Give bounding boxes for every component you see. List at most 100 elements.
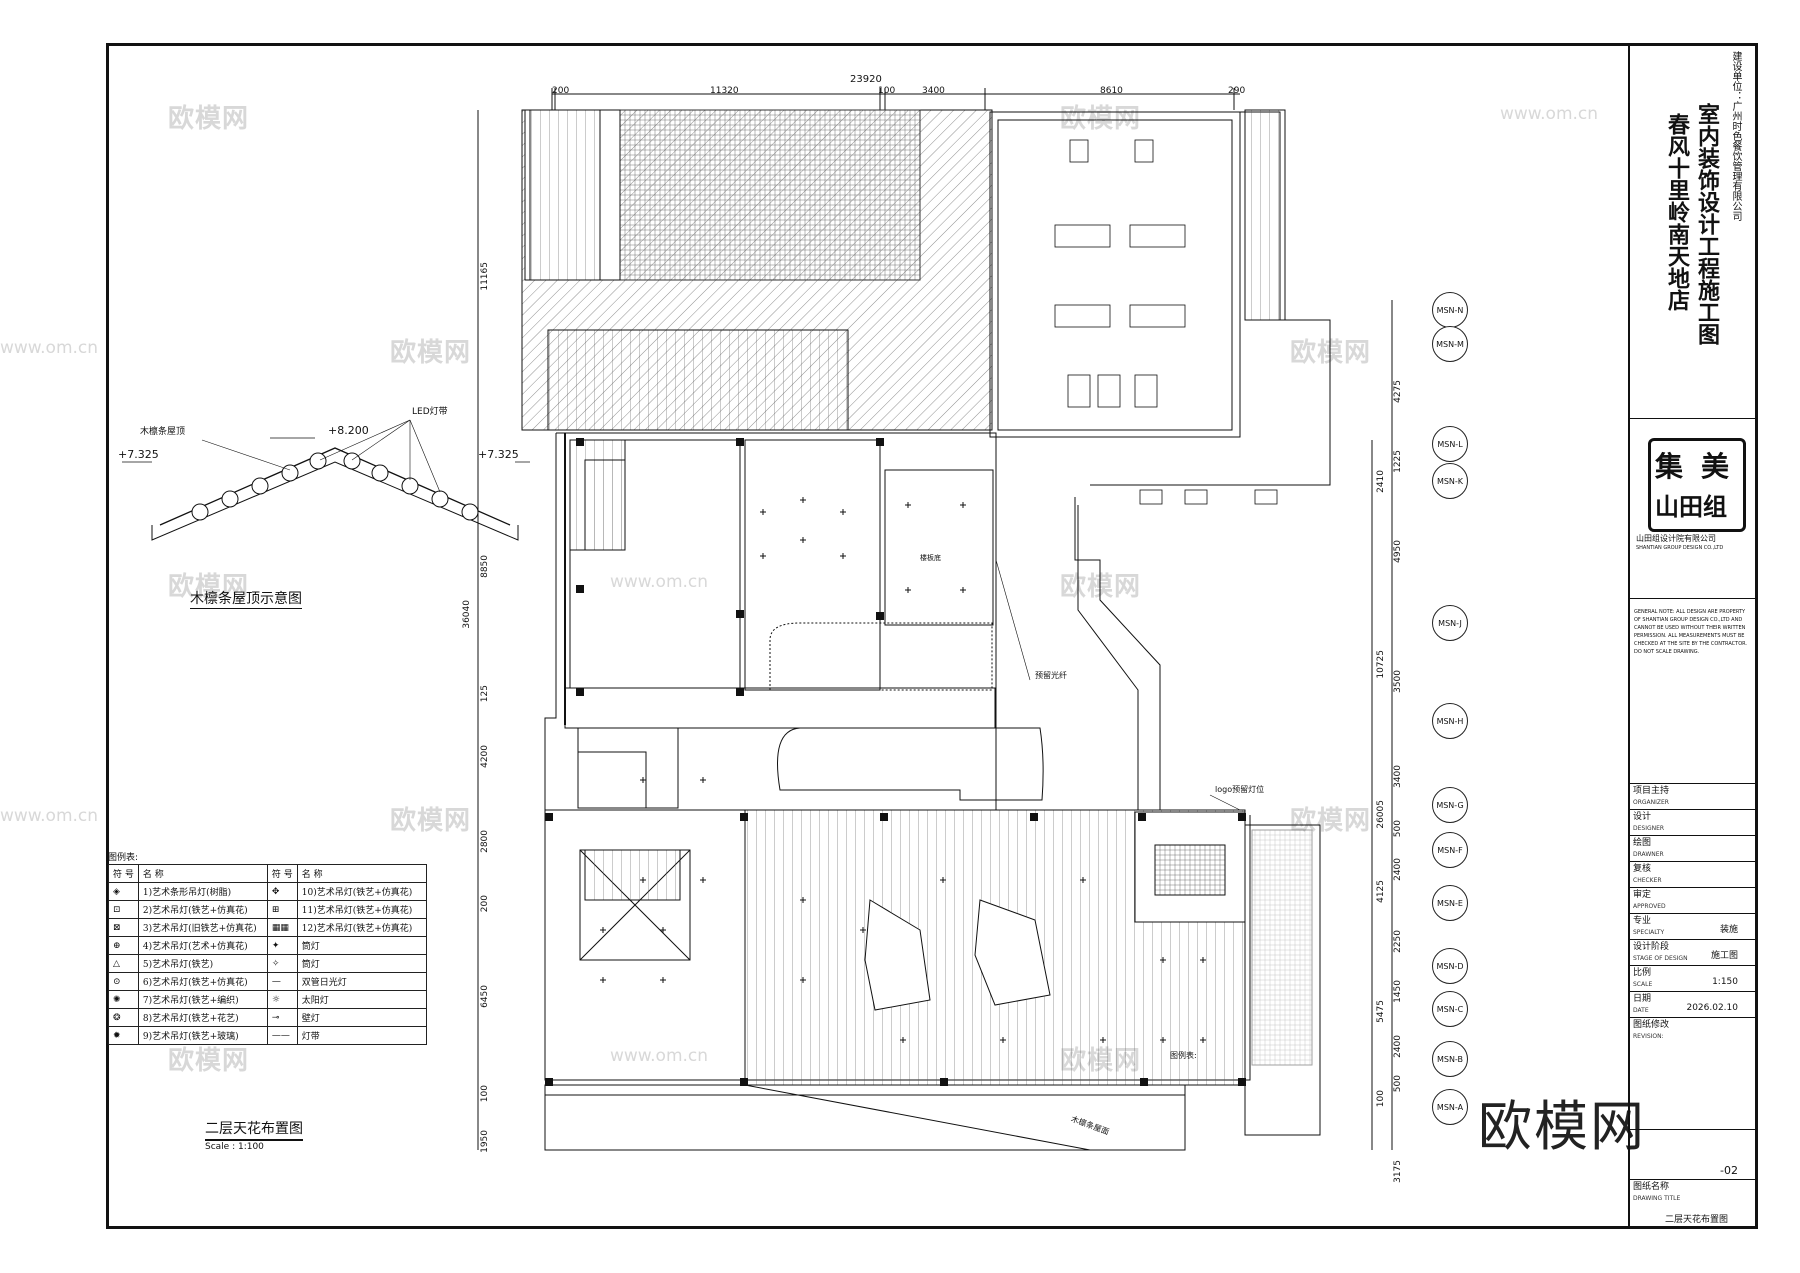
tb-label-en: CHECKER <box>1633 877 1662 884</box>
top-dim: 11320 <box>710 86 739 96</box>
drawing-frame <box>106 43 1758 1229</box>
right-dim: 4950 <box>1393 540 1403 563</box>
watermark: 欧模网 <box>168 1046 250 1076</box>
tb-label: 日期 <box>1633 994 1652 1004</box>
left-dim: 4200 <box>480 745 490 768</box>
axis-bubble: MSN-E <box>1432 885 1468 921</box>
watermark-url: www.om.cn <box>1500 104 1599 124</box>
left-total-dim: 36040 <box>462 600 472 629</box>
tb-row-drawing-no: -02 <box>1630 1129 1758 1179</box>
tb-value: 装施 <box>1719 925 1738 935</box>
roof-detail: 木檩条屋顶 LED灯带 +8.200 +7.325 +7.325 木檩条屋顶示意… <box>110 400 550 620</box>
tb-label-en: ORGANIZER <box>1633 799 1669 806</box>
tb-label: 图纸修改 <box>1633 1020 1670 1030</box>
axis-bubble: MSN-G <box>1432 787 1468 823</box>
right-dim: 2250 <box>1393 930 1403 953</box>
axis-bubble: MSN-L <box>1432 426 1468 462</box>
axis-bubble: MSN-B <box>1432 1041 1468 1077</box>
plan-scale: Scale : 1:100 <box>205 1142 264 1152</box>
left-dim: 11165 <box>480 262 490 291</box>
right-dim: 1450 <box>1393 980 1403 1003</box>
left-dim: 125 <box>480 685 490 703</box>
watermark-url: www.om.cn <box>610 1046 709 1066</box>
right-dim: 500 <box>1393 1075 1403 1093</box>
right-dim: 2400 <box>1393 858 1403 881</box>
top-dim: 3400 <box>922 86 945 96</box>
axis-bubble: MSN-C <box>1432 991 1468 1027</box>
tb-label: 审定 <box>1633 890 1652 900</box>
tb-label-en: DESIGNER <box>1633 825 1665 832</box>
tb-label: 比例 <box>1633 968 1652 978</box>
right-dim: 500 <box>1393 820 1403 838</box>
tb-label-en: STAGE OF DESIGN <box>1633 955 1688 962</box>
left-dim: 200 <box>480 895 490 913</box>
tb-label-en: DATE <box>1633 1007 1649 1014</box>
tb-label-en: SPECIALTY <box>1633 929 1665 936</box>
tb-label: 设计阶段 <box>1633 942 1670 952</box>
axis-bubble: MSN-A <box>1432 1089 1468 1125</box>
left-dim: 2800 <box>480 830 490 853</box>
axis-bubble: MSN-J <box>1432 605 1468 641</box>
watermark: 欧模网 <box>390 338 472 368</box>
detail-title: 木檩条屋顶示意图 <box>190 588 302 609</box>
right-dim: 2410 <box>1376 470 1386 493</box>
watermark: 欧模网 <box>390 806 472 836</box>
tb-label: 设计 <box>1633 812 1652 822</box>
logo-char: 山田组 <box>1655 493 1727 521</box>
client-name: 建设单位：广州时色餐饮管理有限公司 <box>1730 51 1741 221</box>
top-dim: 290 <box>1228 86 1246 96</box>
tb-row-designer: 设计 DESIGNER <box>1630 809 1758 835</box>
left-dim: 8850 <box>480 555 490 578</box>
axis-bubble: MSN-N <box>1432 292 1468 328</box>
note-slab: 楼板底 <box>920 554 941 562</box>
legend-table: 符 号 名 称 符 号 名 称 ◈1)艺术条形吊灯(树脂)✥10)艺术吊灯(铁艺… <box>108 864 427 1045</box>
watermark: 欧模网 <box>1060 104 1142 134</box>
tb-label: 专业 <box>1633 916 1652 926</box>
roof-detail-drawing <box>122 419 550 541</box>
tb-row-stage: 设计阶段 STAGE OF DESIGN 施工图 <box>1630 939 1758 965</box>
project-title-2: 室内装饰设计工程施工图 <box>1694 103 1719 345</box>
company-en: SHANTIAN GROUP DESIGN CO.,LTD <box>1636 545 1724 551</box>
legend-header: 名 称 <box>137 864 268 883</box>
note-legend: 图例表: <box>1170 1051 1197 1060</box>
legend-title: 图例表: <box>108 853 139 863</box>
divider <box>1630 598 1758 599</box>
tb-label: 项目主持 <box>1633 786 1670 796</box>
led-label: LED灯带 <box>412 407 448 417</box>
tb-value: 施工图 <box>1710 951 1738 961</box>
logo-char: 集 <box>1655 450 1684 483</box>
tb-row-specialty: 专业 SPECIALTY 装施 <box>1630 913 1758 939</box>
divider <box>1630 418 1758 419</box>
axis-bubble: MSN-F <box>1432 832 1468 868</box>
tb-label: 复核 <box>1633 864 1652 874</box>
axis-bubble: MSN-H <box>1432 703 1468 739</box>
tb-row-approved: 审定 APPROVED <box>1630 887 1758 913</box>
axis-bubble: MSN-M <box>1432 326 1468 362</box>
brand-watermark: 欧模网 <box>1478 1095 1646 1158</box>
company-cn: 山田组设计院有限公司 <box>1636 534 1716 543</box>
plan-title: 二层天花布置图 <box>205 1118 303 1141</box>
right-dim: 10725 <box>1376 650 1386 679</box>
tb-row-drawing-title: 图纸名称 DRAWING TITLE 二层天花布置图 <box>1630 1179 1758 1229</box>
tb-label: 图纸名称 <box>1633 1182 1670 1192</box>
company-logo: 集 美 山田组 <box>1648 438 1746 532</box>
left-dim: 100 <box>480 1085 490 1103</box>
tb-label: 绘图 <box>1633 838 1652 848</box>
tb-value: 1:150 <box>1712 977 1738 987</box>
tb-label-en: SCALE <box>1633 981 1653 988</box>
total-dim: 23920 <box>850 74 882 85</box>
right-dim: 5475 <box>1376 1000 1386 1023</box>
legend-symbol: ✹ <box>108 1026 139 1045</box>
right-total-dim: 26005 <box>1376 800 1386 829</box>
watermark-url: www.om.cn <box>610 572 709 592</box>
axis-bubble: MSN-D <box>1432 948 1468 984</box>
axis-bubble: MSN-K <box>1432 463 1468 499</box>
level-top: +8.200 <box>328 424 369 437</box>
watermark-url: www.om.cn <box>0 806 99 826</box>
right-dim: 3400 <box>1393 765 1403 788</box>
tb-label-en: APPROVED <box>1633 903 1666 910</box>
right-dim: 4125 <box>1376 880 1386 903</box>
tb-value: 2026.02.10 <box>1686 1003 1738 1013</box>
top-dim: 8610 <box>1100 86 1123 96</box>
tb-row-organizer: 项目主持 ORGANIZER <box>1630 783 1758 809</box>
